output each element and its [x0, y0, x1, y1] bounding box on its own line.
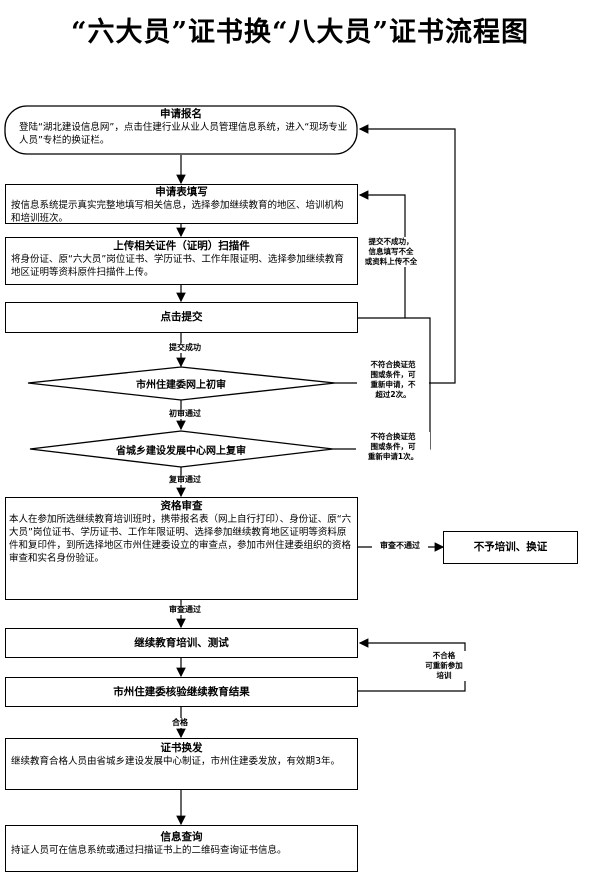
second-review-diamond — [29, 430, 334, 468]
form-node: 申请表填写 按信息系统提示真实完整地填写相关信息，选择参加继续教育的地区、培训机… — [5, 184, 358, 224]
training-node: 继续教育培训、测试 — [5, 628, 358, 658]
apply-text: 登陆“湖北建设信息网”，点击住建行业从业人员管理信息系统，进入“现场专业人员”专… — [19, 122, 348, 146]
query-node: 信息查询 持证人员可在信息系统或通过扫描证书上的二维码查询证书信息。 — [5, 825, 358, 872]
reject-node: 不予培训、换证 — [443, 531, 578, 564]
note-first-fail-line: 围或条件，可 — [370, 370, 416, 379]
issue-node: 证书换发 继续教育合格人员由省城乡建设发展中心制证，市州住建委发放，有效期3年。 — [5, 738, 358, 790]
upload-text: 将身份证、原“六大员”岗位证书、学历证书、工作年限证明、选择参加继续教育地区证明… — [11, 254, 344, 278]
issue-heading: 证书换发 — [160, 742, 203, 754]
upload-node: 上传相关证件（证明）扫描件 将身份证、原“六大员”岗位证书、学历证书、工作年限证… — [5, 237, 358, 285]
note-retrain-line: 可重新参加 — [425, 661, 463, 670]
page-title: “六大员”证书换“八大员”证书流程图 — [70, 17, 530, 48]
reject-label: 不予培训、换证 — [473, 541, 548, 553]
training-label: 继续教育培训、测试 — [134, 636, 229, 649]
edge-label-pass: 合格 — [160, 718, 200, 728]
submit-node: 点击提交 — [5, 302, 358, 333]
apply-rounded-shape — [4, 105, 358, 155]
apply-node: 申请报名 登陆“湖北建设信息网”，点击住建行业从业人员管理信息系统，进入“现场专… — [5, 106, 357, 154]
edge-label-submit-ok: 提交成功 — [155, 343, 215, 353]
first-review-diamond — [27, 366, 336, 401]
query-text: 持证人员可在信息系统或通过扫描证书上的二维码查询证书信息。 — [11, 845, 287, 856]
first-review-label: 市州住建委网上初审 — [136, 380, 226, 391]
second-review-label: 省城乡建设发展中心网上复审 — [116, 446, 246, 457]
edge-label-second-pass: 复审通过 — [155, 475, 215, 485]
qualification-heading: 资格审查 — [160, 500, 203, 512]
note-second-fail-line: 围或条件，可 — [370, 442, 416, 451]
verify-label: 市州住建委核验继续教育结果 — [113, 685, 250, 698]
query-heading: 信息查询 — [160, 831, 203, 843]
note-first-fail: 不符合换证范 围或条件，可 重新申请，不 超过2次。 — [357, 360, 429, 400]
verify-node: 市州住建委核验继续教育结果 — [5, 677, 358, 707]
note-first-fail-line: 重新申请，不 — [370, 380, 416, 389]
edge-label-qual-pass: 审查通过 — [155, 605, 215, 615]
note-submit-fail: 提交不成功， 信息填写不全 或资料上传不全 — [360, 237, 422, 267]
apply-heading: 申请报名 — [160, 108, 202, 120]
note-submit-fail-line: 或资料上传不全 — [364, 257, 418, 266]
note-submit-fail-line: 提交不成功， — [368, 237, 414, 246]
note-second-fail-line: 重新申请1次。 — [367, 452, 419, 461]
form-text: 按信息系统提示真实完整地填写相关信息，选择参加继续教育的地区、培训机构和培训班次… — [11, 200, 344, 224]
edge-label-first-pass: 初审通过 — [155, 409, 215, 419]
form-heading: 申请表填写 — [155, 186, 208, 198]
edge-label-qual-fail: 审查不通过 — [372, 541, 428, 551]
issue-text: 继续教育合格人员由省城乡建设发展中心制证，市州住建委发放，有效期3年。 — [11, 756, 341, 767]
note-submit-fail-line: 信息填写不全 — [368, 247, 414, 256]
qualification-node: 资格审查 本人在参加所选继续教育培训班时，携带报名表（网上自行打印）、身份证、原… — [5, 497, 358, 600]
note-retrain: 不合格 可重新参加 培训 — [418, 651, 470, 681]
qualification-text: 本人在参加所选继续教育培训班时，携带报名表（网上自行打印）、身份证、原“六大员”… — [9, 514, 352, 564]
upload-heading: 上传相关证件（证明）扫描件 — [113, 240, 250, 252]
note-second-fail: 不符合换证范 围或条件，可 重新申请1次。 — [356, 432, 430, 462]
submit-label: 点击提交 — [160, 311, 203, 323]
note-first-fail-line: 超过2次。 — [375, 390, 411, 399]
note-second-fail-line: 不符合换证范 — [370, 432, 416, 441]
note-retrain-line: 培训 — [436, 671, 452, 680]
note-first-fail-line: 不符合换证范 — [370, 360, 416, 369]
note-retrain-line: 不合格 — [432, 651, 456, 660]
